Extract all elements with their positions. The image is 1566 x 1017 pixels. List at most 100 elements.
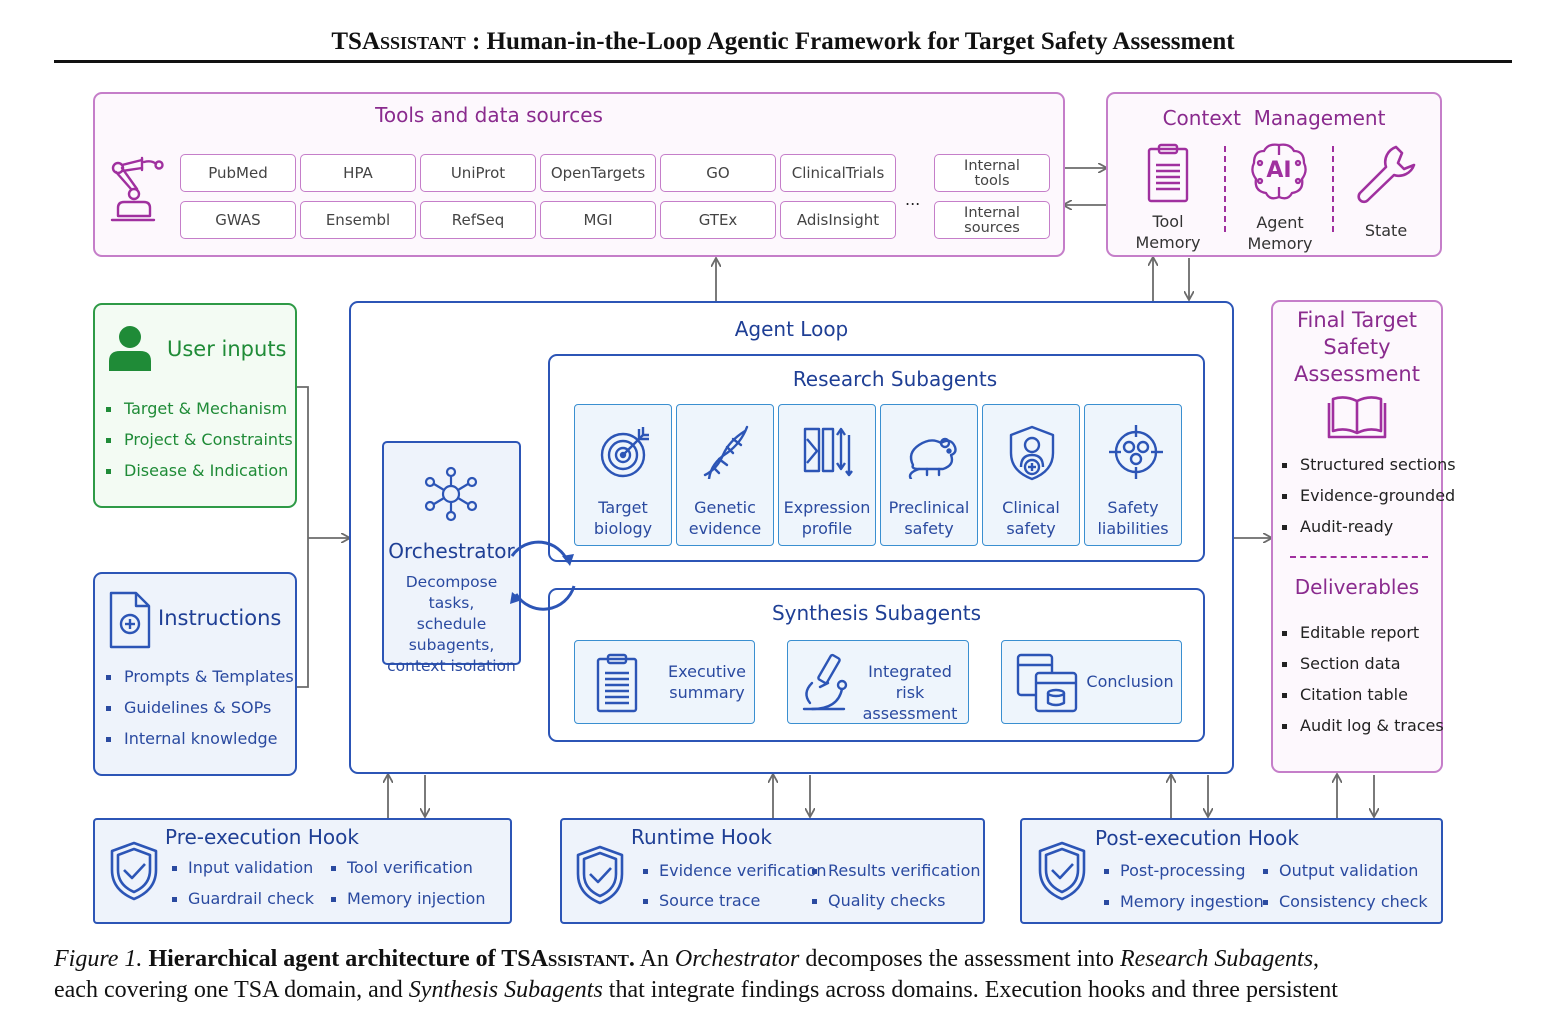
deliverables-list: Editable report Section data Citation ta… xyxy=(1282,617,1444,741)
chip-internal-sources-l2: sources xyxy=(964,220,1020,236)
caption-t1: An xyxy=(634,946,675,972)
pre-execution-hook-panel xyxy=(93,818,512,924)
page-title: TSAssistant : Human-in-the-Loop Agentic … xyxy=(0,28,1566,56)
card-l1: Preclinical xyxy=(888,498,970,517)
synthesis-title: Synthesis Subagents xyxy=(771,601,982,625)
orchestrator-desc-l1: Decompose tasks, xyxy=(405,573,498,612)
shield-check-icon xyxy=(110,841,158,901)
tool-chip-clinicaltrials[interactable]: ClinicalTrials xyxy=(780,154,896,192)
final-panel xyxy=(1271,300,1443,773)
caption-orchestrator: Orchestrator xyxy=(674,946,800,972)
instruction-item: Prompts & Templates xyxy=(106,661,294,692)
caption-bold-sc: ssistant. xyxy=(547,946,635,972)
dna-icon xyxy=(703,425,749,479)
chip-internal-tools-l2: tools xyxy=(974,173,1010,189)
tool-chip-gwas[interactable]: GWAS xyxy=(180,201,296,239)
inputs-bracket xyxy=(296,386,309,688)
runtime-hook-title: Runtime Hook xyxy=(631,825,772,849)
chip-internal-tools[interactable]: Internal tools xyxy=(934,154,1050,192)
caption-synthesis: Synthesis Subagents xyxy=(408,977,603,1003)
ai-glyph: AI xyxy=(1266,158,1292,183)
final-title-l1: Final Target xyxy=(1296,308,1418,332)
card-l2: evidence xyxy=(688,519,762,538)
final-quality-item: Evidence-grounded xyxy=(1282,480,1456,511)
caption-research: Research Subagents xyxy=(1119,946,1314,972)
instructions-title: Instructions xyxy=(158,606,282,630)
tool-chip-pubmed[interactable]: PubMed xyxy=(180,154,296,192)
tool-chip-adisinsight[interactable]: AdisInsight xyxy=(780,201,896,239)
orchestrator-desc-l4: context isolation xyxy=(387,657,516,675)
caption-line2a: each covering one TSA domain, and xyxy=(54,977,409,1003)
deliverable-item: Section data xyxy=(1282,648,1444,679)
agent-memory-label: Agent Memory xyxy=(1242,212,1318,254)
card-l1: Target xyxy=(598,498,648,517)
title-rest: : Human-in-the-Loop Agentic Framework fo… xyxy=(465,28,1235,55)
patient-shield-icon xyxy=(1009,425,1055,481)
pre-hook-item: Guardrail check xyxy=(172,889,314,909)
final-qualities-list: Structured sections Evidence-grounded Au… xyxy=(1282,449,1456,542)
orchestrator-title: Orchestrator xyxy=(388,539,515,563)
tool-chip-refseq[interactable]: RefSeq xyxy=(420,201,536,239)
deliverable-item: Editable report xyxy=(1282,617,1444,648)
report-clipboard-icon xyxy=(596,653,638,713)
tools-ellipsis: ... xyxy=(905,190,921,209)
window-database-icon xyxy=(1016,653,1078,713)
shield-check-icon xyxy=(576,845,624,905)
synthesis-card-label: Conclusion xyxy=(1086,672,1174,691)
context-panel xyxy=(1106,92,1442,257)
research-title: Research Subagents xyxy=(792,367,998,391)
deliverables-title: Deliverables xyxy=(1294,575,1420,599)
caption-line2b: that integrate findings across domains. … xyxy=(602,977,1338,1003)
network-hub-icon xyxy=(424,466,478,522)
card-l1: Safety xyxy=(1107,498,1159,517)
user-icon xyxy=(109,326,151,371)
runtime-hook-item: Quality checks xyxy=(812,891,945,911)
context-divider-1 xyxy=(1224,146,1226,232)
tool-memory-l1: Tool xyxy=(1152,212,1184,231)
synthesis-card-executive-summary[interactable]: Executive summary xyxy=(574,640,755,724)
exec-l2: summary xyxy=(669,683,745,702)
tool-chip-uniprot[interactable]: UniProt xyxy=(420,154,536,192)
tool-chip-go[interactable]: GO xyxy=(660,154,776,192)
synthesis-card-label: Executive summary xyxy=(657,661,757,703)
card-l1: Clinical xyxy=(1002,498,1060,517)
runtime-hook-item: Source trace xyxy=(643,891,760,911)
chip-internal-sources-l1: Internal xyxy=(964,205,1020,221)
tool-chip-mgi[interactable]: MGI xyxy=(540,201,656,239)
user-input-item: Project & Constraints xyxy=(106,424,293,455)
tool-chip-ensembl[interactable]: Ensembl xyxy=(300,201,416,239)
caption-t2: decomposes the assessment into xyxy=(799,946,1120,972)
agent-memory-l1: Agent xyxy=(1256,213,1304,232)
post-hook-item: Output validation xyxy=(1263,861,1418,881)
deliverable-item: Citation table xyxy=(1282,679,1444,710)
instruction-item: Internal knowledge xyxy=(106,723,294,754)
user-inputs-list: Target & Mechanism Project & Constraints… xyxy=(106,393,293,486)
tool-chip-opentargets[interactable]: OpenTargets xyxy=(540,154,656,192)
card-l1: Expression xyxy=(783,498,871,517)
pre-hook-item: Tool verification xyxy=(331,858,473,878)
pre-hook-title: Pre-execution Hook xyxy=(165,825,359,849)
final-title-l2: Safety xyxy=(1323,335,1391,359)
caption-bold: Hierarchical agent architecture of TSA xyxy=(148,946,548,972)
synthesis-card-conclusion[interactable]: Conclusion xyxy=(1001,640,1182,724)
document-plus-icon xyxy=(109,591,151,649)
final-quality-item: Audit-ready xyxy=(1282,511,1456,542)
tool-chip-gtex[interactable]: GTEx xyxy=(660,201,776,239)
tool-chip-hpa[interactable]: HPA xyxy=(300,154,416,192)
title-smallcaps: TSAssistant xyxy=(331,28,466,55)
orchestration-cycle-icon xyxy=(510,540,576,611)
exec-l1: Executive xyxy=(668,662,746,681)
chip-internal-sources[interactable]: Internal sources xyxy=(934,201,1050,239)
